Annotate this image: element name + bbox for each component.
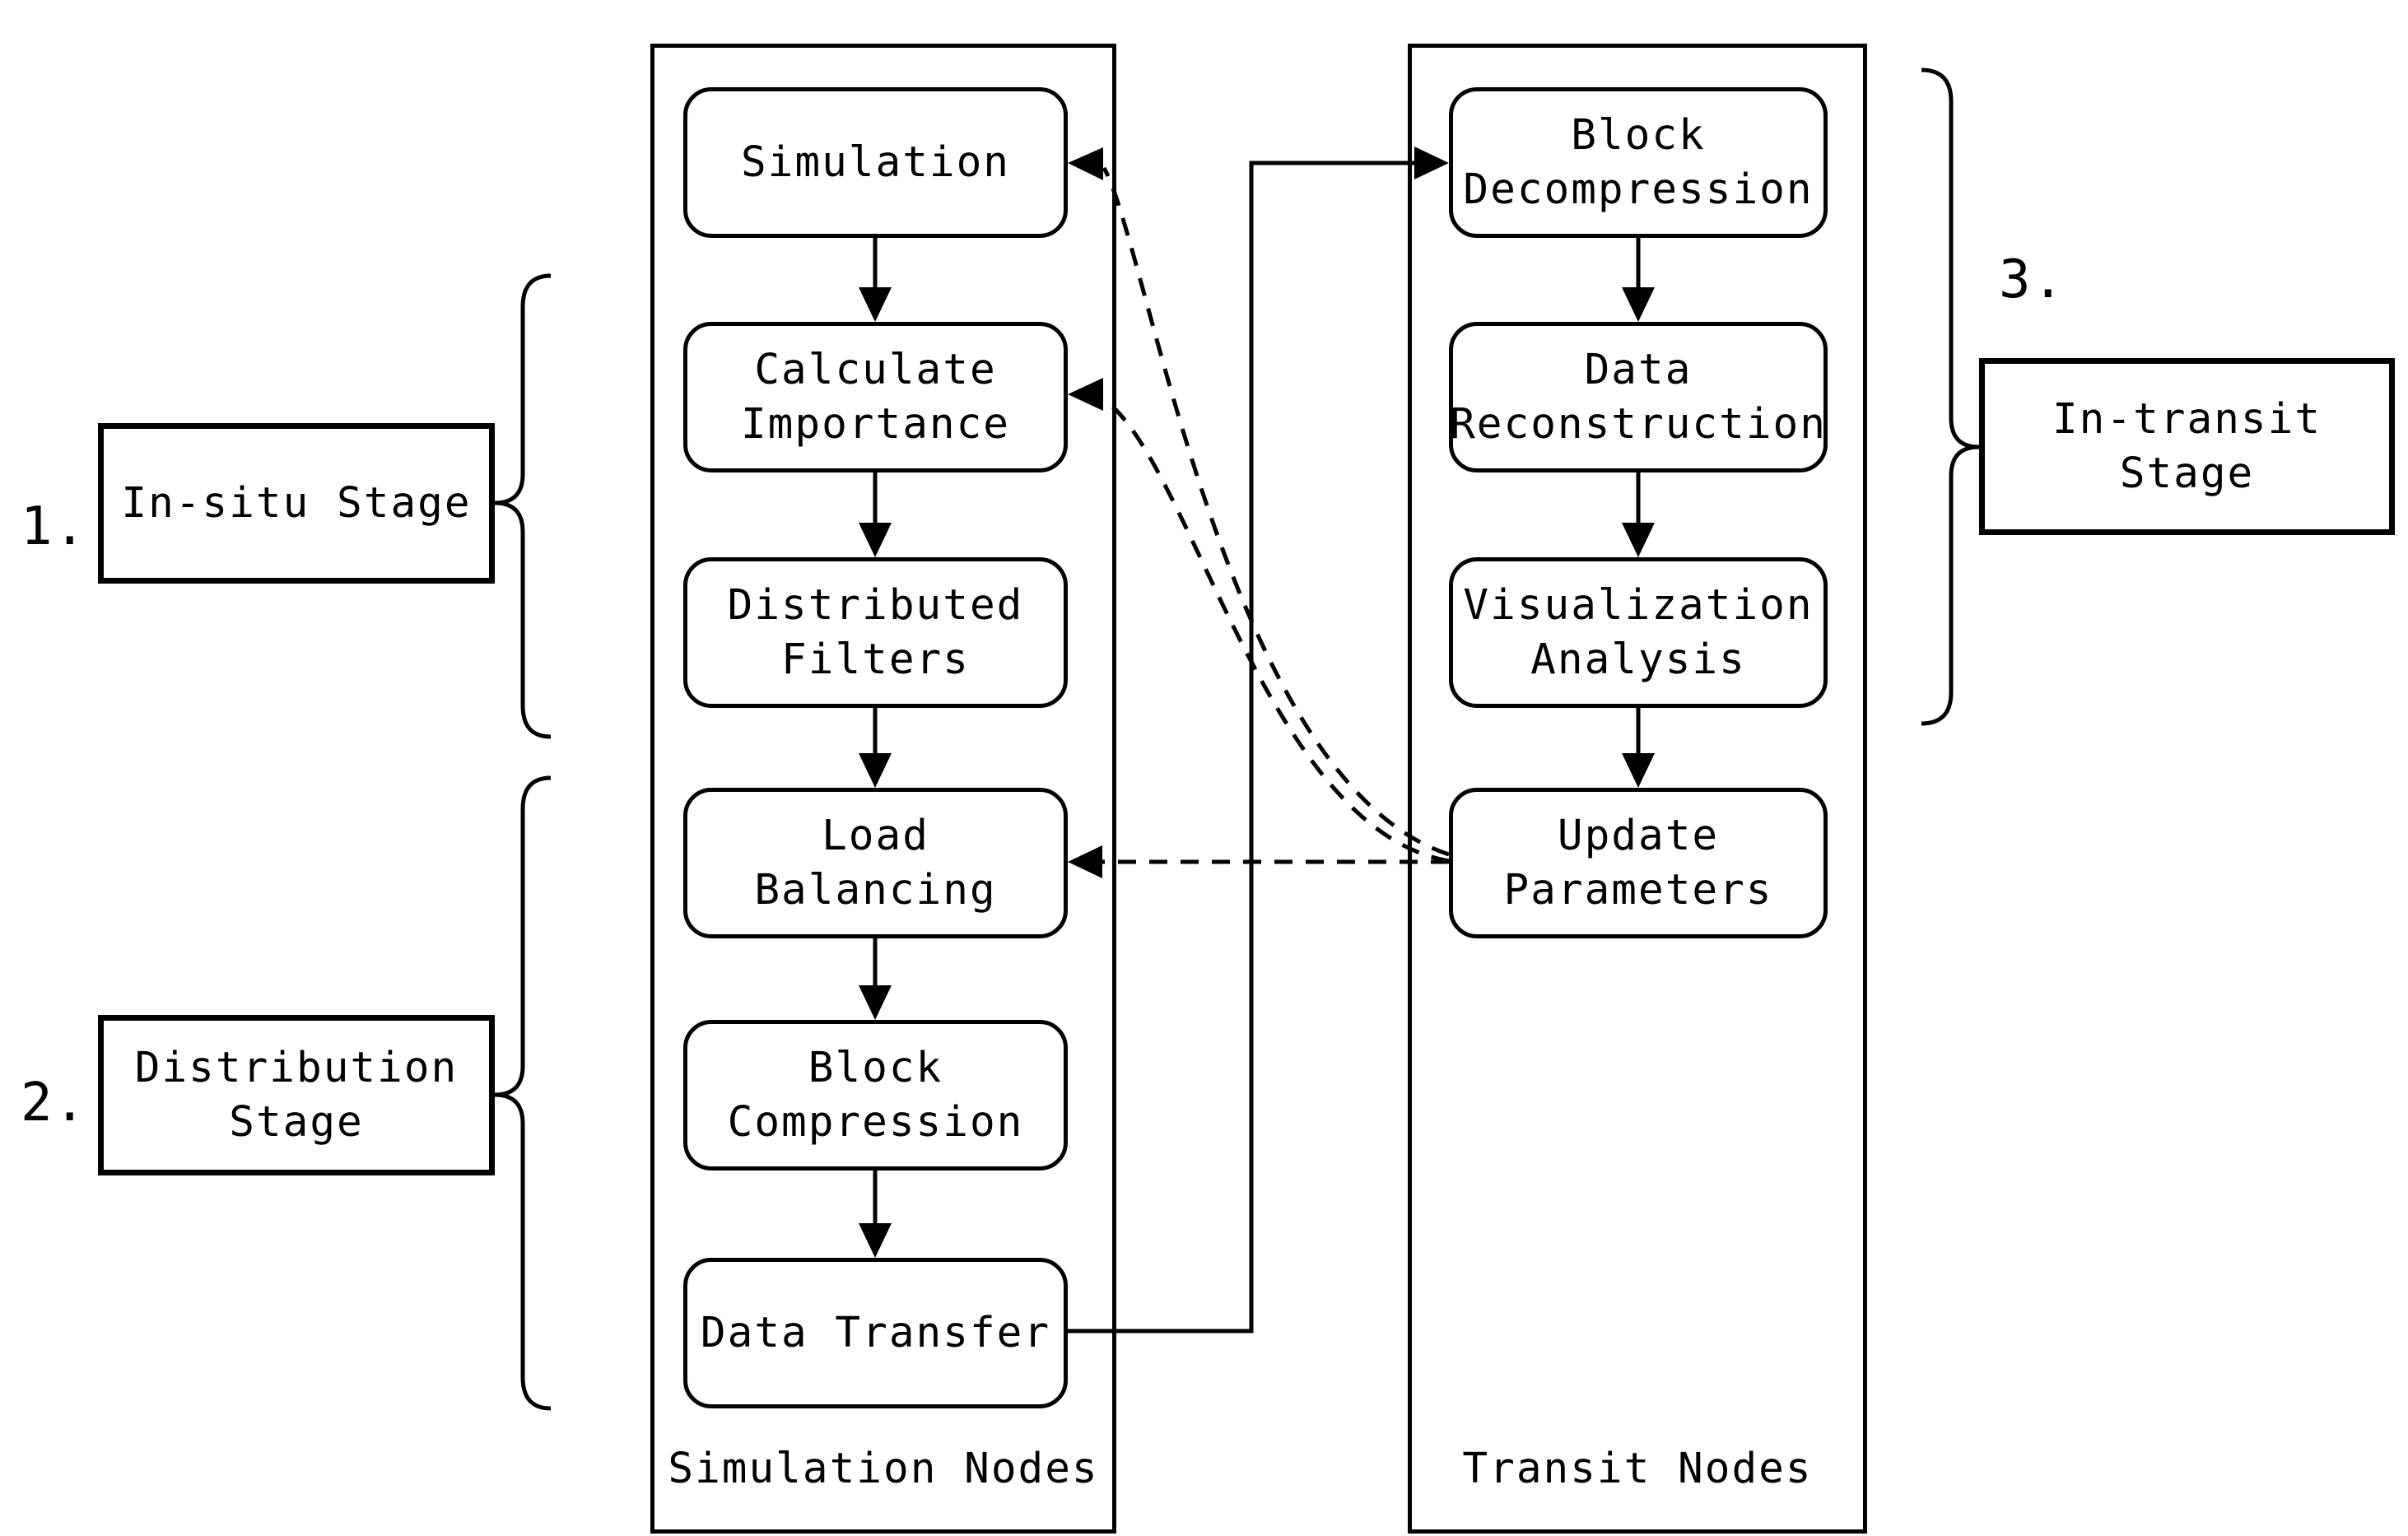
node-load-balancing-label: Load Balancing xyxy=(754,811,997,915)
node-calculate-importance-label: Calculate Importance xyxy=(740,345,1011,449)
label-simulation-nodes: Simulation Nodes xyxy=(650,1436,1116,1502)
node-block-compression-label: Block Compression xyxy=(727,1043,1024,1147)
node-visualization-analysis-label: Visualization Analysis xyxy=(1463,580,1814,684)
stage-1-label-box: In-situ Stage xyxy=(98,423,495,584)
node-update-parameters-label: Update Parameters xyxy=(1503,811,1773,915)
node-data-reconstruction-label: Data Reconstruction xyxy=(1450,345,1827,449)
simulation-nodes-title: Simulation Nodes xyxy=(668,1445,1099,1493)
arrow-data-transfer-to-block-decompression xyxy=(1068,147,1449,1334)
node-visualization-analysis: Visualization Analysis xyxy=(1449,557,1828,708)
node-load-balancing: Load Balancing xyxy=(683,788,1068,938)
stage-1-label: In-situ Stage xyxy=(121,478,472,528)
stage-3-number: 3. xyxy=(1999,247,2066,313)
stage-3-label: In-transit Stage xyxy=(2052,394,2322,498)
brace-in-situ-stage xyxy=(494,273,552,739)
arrow-update-parameters-to-calculate-importance xyxy=(1068,378,1450,863)
arrow-update-parameters-to-simulation xyxy=(1068,147,1450,857)
stage-2-label: Distribution Stage xyxy=(134,1043,459,1147)
node-distributed-filters-label: Distributed Filters xyxy=(727,580,1024,684)
node-block-compression: Block Compression xyxy=(683,1020,1068,1171)
brace-in-transit-stage xyxy=(1921,67,1980,726)
stage-3-label-box: In-transit Stage xyxy=(1979,358,2395,535)
label-transit-nodes: Transit Nodes xyxy=(1408,1436,1867,1502)
node-calculate-importance: Calculate Importance xyxy=(683,322,1068,472)
stage-2-number-text: 2. xyxy=(21,1073,88,1133)
node-distributed-filters: Distributed Filters xyxy=(683,557,1068,708)
stage-1-number: 1. xyxy=(21,494,87,560)
node-simulation: Simulation xyxy=(683,87,1068,238)
node-data-transfer-label: Data Transfer xyxy=(700,1308,1051,1357)
node-simulation-label: Simulation xyxy=(740,137,1011,187)
node-update-parameters: Update Parameters xyxy=(1449,788,1828,938)
node-data-transfer: Data Transfer xyxy=(683,1258,1068,1408)
node-block-decompression: Block Decompression xyxy=(1449,87,1828,238)
stage-2-label-box: Distribution Stage xyxy=(98,1015,495,1175)
stage-2-number: 2. xyxy=(21,1070,87,1136)
transit-nodes-title: Transit Nodes xyxy=(1462,1445,1813,1493)
node-data-reconstruction: Data Reconstruction xyxy=(1449,322,1828,472)
node-block-decompression-label: Block Decompression xyxy=(1463,110,1814,214)
stage-3-number-text: 3. xyxy=(1999,249,2066,310)
arrow-update-parameters-to-load-balancing xyxy=(1068,845,1449,878)
brace-distribution-stage xyxy=(494,775,552,1411)
stage-1-number-text: 1. xyxy=(21,496,88,557)
